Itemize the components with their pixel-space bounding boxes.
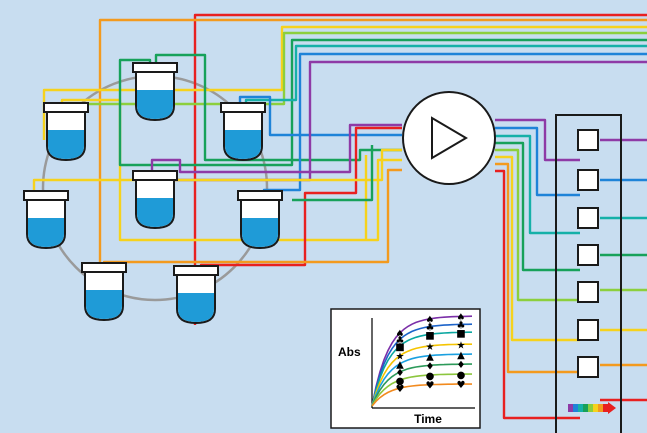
inset-curve [371, 315, 473, 407]
inset-marker-square: ■ [395, 342, 404, 353]
absorbance-inset-plot: ♠♠♠♣♣♣■■■★★★▲▲▲♦♦♦●●●♥♥♥ Abs Time [330, 308, 481, 429]
inset-marker-diamond: ♦ [457, 360, 466, 371]
inset-marker-circle: ● [396, 376, 405, 387]
inset-curve [371, 323, 473, 407]
sample-vial [173, 265, 219, 325]
sample-vial [237, 190, 283, 250]
tube-red [193, 13, 647, 325]
inset-marker-heart: ♥ [457, 380, 466, 391]
detector-frame [555, 114, 622, 433]
inset-marker-heart: ♥ [426, 381, 435, 392]
sample-vial [132, 170, 178, 230]
inset-marker-spade: ♠ [426, 315, 435, 326]
inset-marker-triangle: ▲ [457, 350, 465, 361]
tube-yellow [60, 98, 402, 242]
sample-vial [132, 62, 178, 122]
sample-vials [23, 62, 283, 325]
detector-cell [577, 319, 599, 341]
tube-green [118, 38, 647, 167]
inset-marker-star: ★ [396, 352, 405, 363]
tube-green [154, 53, 402, 162]
inset-marker-triangle: ▲ [426, 352, 434, 363]
inset-marker-circle: ● [457, 370, 466, 381]
inset-curve [371, 353, 473, 407]
tube-yellow [495, 155, 580, 342]
inset-marker-spade: ♠ [457, 312, 466, 323]
detector-cell [577, 244, 599, 266]
inset-marker-diamond: ♦ [396, 368, 405, 379]
inset-marker-circle: ● [426, 371, 435, 382]
sample-vial [220, 102, 266, 162]
inset-marker-club: ♣ [396, 335, 405, 346]
pump [402, 91, 496, 185]
inset-marker-club: ♣ [457, 320, 466, 331]
detector-cell [577, 129, 599, 151]
detector-cell [577, 356, 599, 378]
sample-vial [81, 262, 127, 322]
inset-markers: ♠♠♠♣♣♣■■■★★★▲▲▲♦♦♦●●●♥♥♥ [395, 312, 465, 395]
tube-green [292, 145, 374, 202]
detector-cell [577, 207, 599, 229]
sample-vial [23, 190, 69, 250]
inset-marker-star: ★ [426, 342, 435, 353]
inset-marker-club: ♣ [426, 323, 435, 334]
inset-marker-spade: ♠ [396, 329, 405, 340]
inset-marker-diamond: ♦ [426, 361, 435, 372]
inset-curve [371, 343, 472, 407]
inset-xlabel: Time [414, 412, 442, 426]
inset-curve [371, 331, 472, 407]
detector-array [555, 114, 622, 433]
inset-curve [371, 363, 472, 407]
color-stripe-arrow-icon [568, 402, 616, 414]
tube-purple [150, 123, 402, 180]
tube-lightgreen [495, 148, 580, 302]
tube-orange [98, 18, 647, 300]
inset-marker-star: ★ [457, 340, 466, 351]
inset-curve [371, 383, 472, 407]
tube-purple [495, 118, 580, 162]
inset-curve [371, 373, 472, 407]
tube-orange [495, 162, 580, 374]
sample-vial [43, 102, 89, 162]
tube-red [495, 169, 580, 420]
play-triangle-icon [431, 116, 468, 160]
detector-cell [577, 281, 599, 303]
tube-green [495, 141, 580, 272]
detector-cell [577, 169, 599, 191]
inset-curves [371, 315, 473, 407]
inset-marker-square: ■ [425, 330, 434, 341]
inset-marker-heart: ♥ [396, 384, 405, 395]
tube-yellow [32, 148, 402, 200]
tube-blue [495, 126, 580, 197]
inset-marker-square: ■ [456, 328, 465, 339]
tube-blue [238, 95, 402, 137]
inset-ylabel: Abs [338, 345, 361, 359]
inset-marker-triangle: ▲ [396, 360, 404, 371]
